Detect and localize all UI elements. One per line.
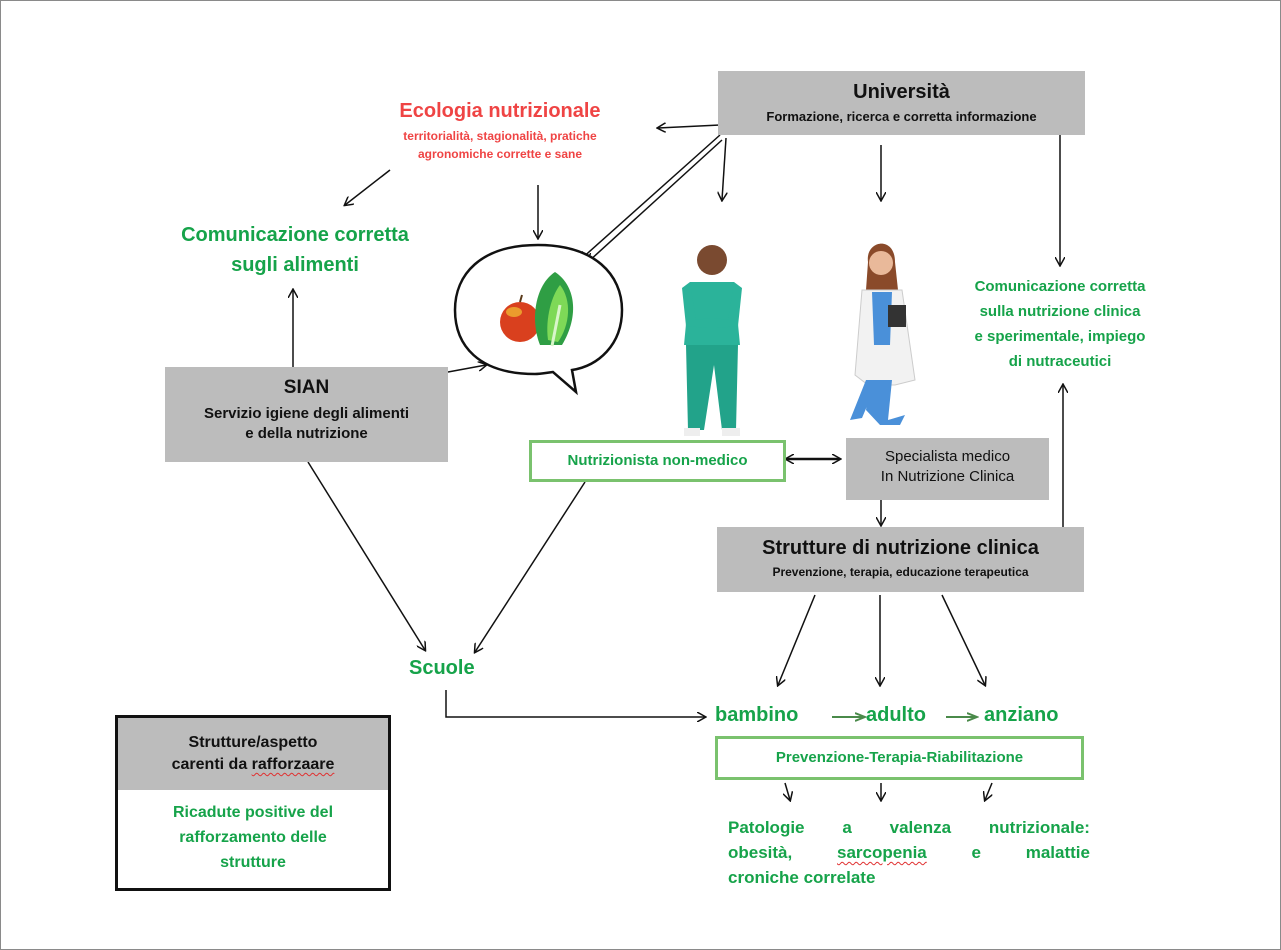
comunicazione-clinica-line1: Comunicazione corretta [974, 278, 1146, 295]
legend-bottom-line2: rafforzamento delle [179, 829, 327, 846]
specialista-line1: Specialista medico [884, 448, 1011, 465]
comunicazione-clinica-line2: sulla nutrizione clinica [979, 303, 1141, 320]
scuole-label: Scuole [409, 657, 475, 679]
ecologia-line2: agronomiche corrette e sane [417, 147, 583, 161]
food-speech-bubble [453, 243, 624, 396]
arrow-univ-to-nutrizionista [722, 137, 726, 200]
bok-choy-icon [535, 272, 574, 347]
arrow-univ-to-food-2 [588, 139, 723, 262]
comunicazione-clinica-line3: e sperimentale, impiego [974, 328, 1146, 345]
nutrizionista-box: Nutrizionista non-medico [529, 440, 786, 482]
comunicazione-alimenti: Comunicazione corretta sugli alimenti [150, 220, 440, 280]
arrow-ptr-to-patologie-3 [985, 782, 993, 800]
strutture-box: Strutture di nutrizione clinica Prevenzi… [717, 527, 1084, 592]
universita-title: Università [853, 81, 950, 103]
patologie-word: malattie [1025, 843, 1090, 862]
patologie-row-3: croniche correlate [728, 868, 876, 887]
patologie-word: a [842, 818, 852, 837]
legend-top-line2: carenti da rafforzaare [118, 754, 388, 776]
ecologia-block: Ecologia nutrizionale territorialità, st… [340, 100, 660, 161]
patologie-block: Patologie a valenza nutrizionale: obesit… [728, 815, 1090, 890]
strutture-subtitle: Prevenzione, terapia, educazione terapeu… [772, 565, 1029, 579]
ecologia-line1: territorialità, stagionalità, pratiche [403, 129, 597, 143]
specialista-line2: In Nutrizione Clinica [880, 468, 1015, 485]
doctor-figure-icon [850, 243, 916, 425]
arrow-ecologia-to-comalimenti [345, 169, 391, 205]
sian-line1: Servizio igiene degli alimenti [203, 405, 410, 422]
comunicazione-alimenti-line1: Comunicazione corretta [181, 224, 409, 246]
arrow-univ-to-food-1 [580, 134, 721, 260]
patologie-word-sarcopenia: sarcopenia [837, 843, 927, 862]
arrow-nutrizionista-to-scuole [475, 481, 586, 652]
patologie-word: e [971, 843, 981, 862]
comunicazione-clinica: Comunicazione corretta sulla nutrizione … [945, 274, 1175, 374]
legend-top-line1: Strutture/aspetto [188, 734, 318, 751]
patologie-row-1: Patologie a valenza nutrizionale: [728, 815, 1090, 840]
life-anziano: anziano [984, 704, 1059, 726]
comunicazione-clinica-line4: di nutraceutici [1008, 353, 1112, 370]
patologie-word: nutrizionale: [988, 818, 1090, 837]
universita-subtitle: Formazione, ricerca e corretta informazi… [766, 109, 1037, 124]
strutture-title: Strutture di nutrizione clinica [762, 537, 1039, 559]
arrow-sian-to-scuole [307, 461, 425, 650]
legend-bottom-line3: strutture [220, 854, 286, 871]
arrow-strutture-to-anziano [941, 594, 985, 685]
ptr-label: Prevenzione-Terapia-Riabilitazione [775, 749, 1024, 766]
comunicazione-alimenti-line2: sugli alimenti [231, 254, 359, 276]
arrow-univ-to-ecologia [658, 125, 721, 128]
legend-top-line2b: rafforzaare [251, 756, 335, 773]
sian-line2: e della nutrizione [245, 425, 368, 442]
patologie-word: Patologie [728, 818, 805, 837]
sian-box: SIAN Servizio igiene degli alimenti e de… [165, 367, 448, 462]
legend-top-line2a: carenti da [171, 756, 252, 773]
arrow-strutture-to-bambino [778, 594, 816, 685]
arrow-scuole-to-bambino [445, 690, 705, 717]
patologie-word: obesità, [728, 843, 793, 862]
sian-title: SIAN [283, 377, 330, 398]
universita-box: Università Formazione, ricerca e corrett… [718, 71, 1085, 135]
ecologia-title: Ecologia nutrizionale [399, 100, 601, 122]
patologie-word: valenza [889, 818, 952, 837]
arrow-sian-to-food [447, 365, 486, 373]
nurse-figure-icon [682, 245, 742, 436]
legend-box: Strutture/aspetto carenti da rafforzaare… [115, 715, 391, 891]
legend-bottom-line1: Ricadute positive del [172, 804, 334, 821]
arrow-ptr-to-patologie-1 [785, 782, 790, 800]
apple-icon [500, 294, 540, 342]
specialista-box: Specialista medico In Nutrizione Clinica [846, 438, 1049, 500]
nutrizionista-label: Nutrizionista non-medico [567, 452, 748, 469]
legend-gray-section: Strutture/aspetto carenti da rafforzaare [118, 718, 388, 790]
life-bambino: bambino [715, 704, 799, 726]
patologie-row-2: obesità, sarcopenia e malattie [728, 840, 1090, 865]
life-adulto: adulto [866, 704, 926, 726]
ptr-box: Prevenzione-Terapia-Riabilitazione [715, 736, 1084, 780]
legend-green-section: Ricadute positive del rafforzamento dell… [118, 800, 388, 875]
